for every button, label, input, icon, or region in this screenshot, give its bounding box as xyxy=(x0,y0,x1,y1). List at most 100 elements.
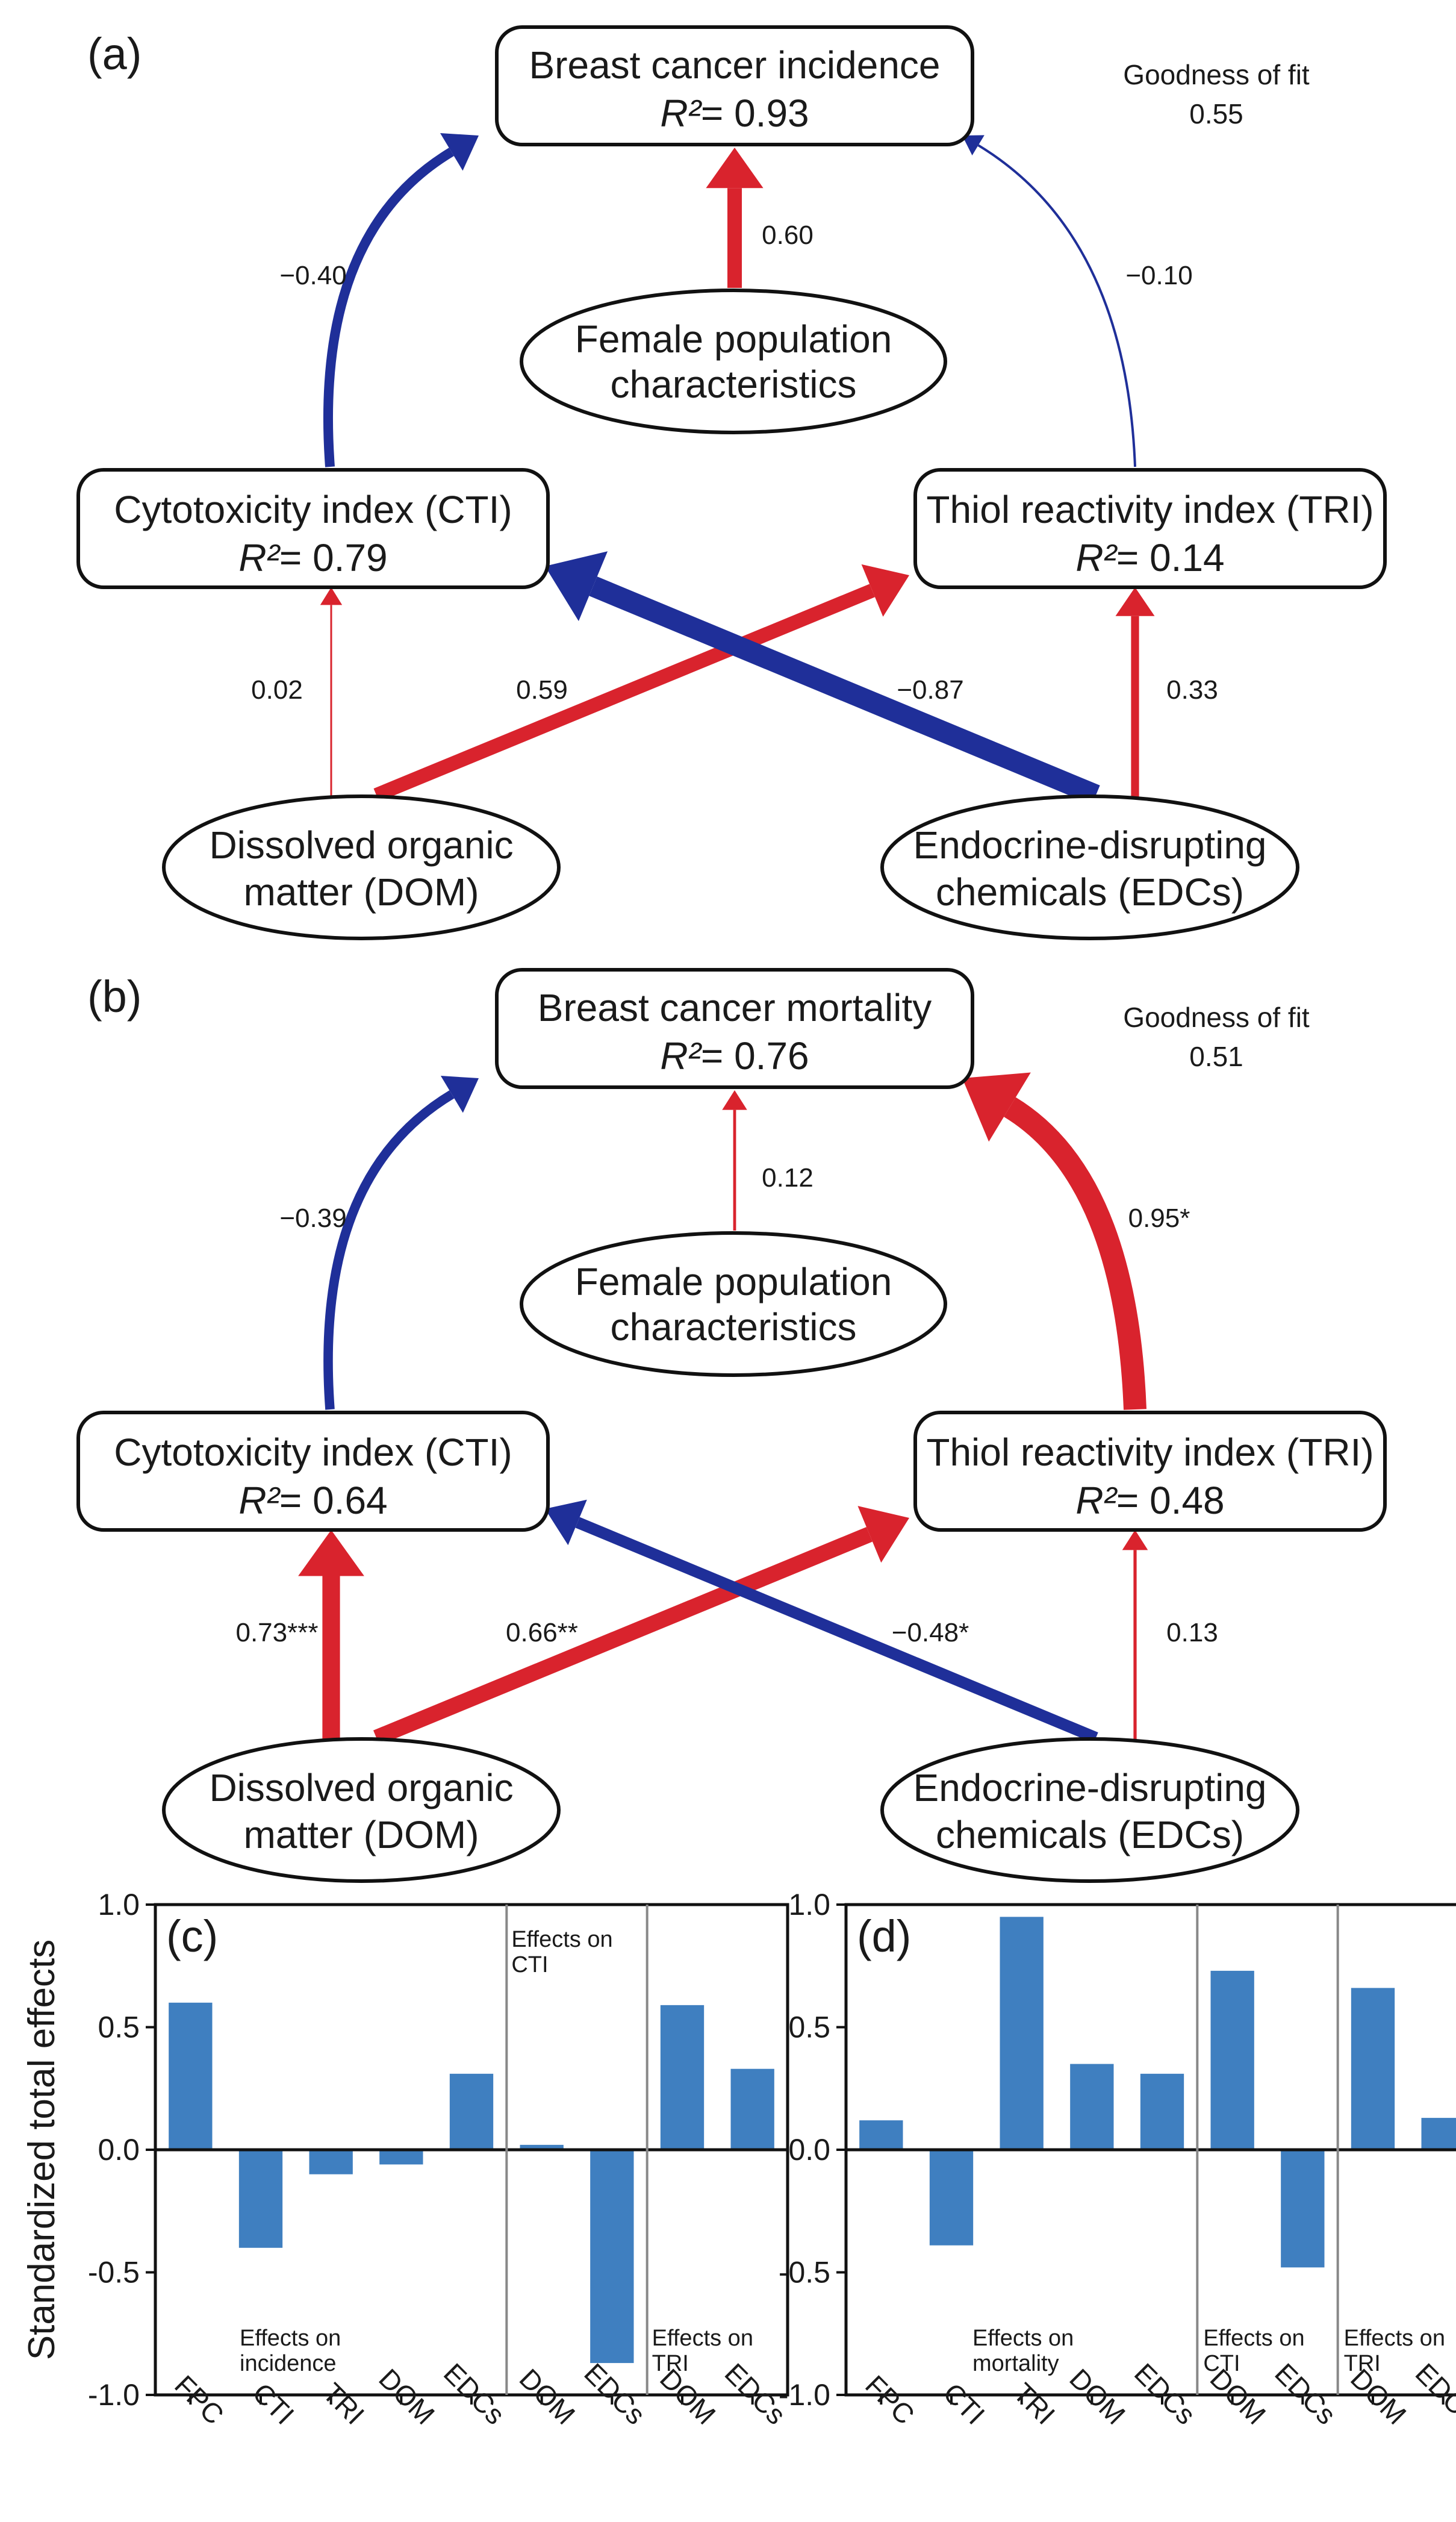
y-tick-label: -0.5 xyxy=(88,2256,140,2289)
bar-dom-7 xyxy=(660,2005,705,2150)
tri-node-title: Thiol reactivity index (TRI) xyxy=(926,1431,1374,1474)
coef-cti-outcome: −0.39 xyxy=(279,1203,346,1233)
goodness-of-fit-value: 0.55 xyxy=(1189,98,1243,130)
coef-dom-cti: 0.02 xyxy=(251,675,303,705)
edc-node-line1: Endocrine-disrupting xyxy=(913,823,1267,867)
goodness-of-fit-label: Goodness of fit xyxy=(1123,1002,1310,1033)
y-tick-label: 0.0 xyxy=(788,2133,830,2167)
r2-value: = 0.14 xyxy=(1116,536,1225,579)
panel-label: (c) xyxy=(166,1911,218,1961)
cti-node-title: Cytotoxicity index (CTI) xyxy=(114,1431,512,1474)
dom-node-line2: matter (DOM) xyxy=(243,870,479,914)
x-tick-label: FPC xyxy=(859,2369,921,2430)
path-dom-to-cti-arrowhead xyxy=(298,1530,364,1576)
cti-node-title: Cytotoxicity index (CTI) xyxy=(114,488,512,531)
coef-dom-cti: 0.73*** xyxy=(235,1618,318,1647)
bar-fpc-0 xyxy=(169,2002,213,2150)
path-dom-to-tri xyxy=(373,1527,873,1746)
bar-edcs-4 xyxy=(449,2073,494,2150)
outcome-node xyxy=(495,968,974,1089)
bar-dom-5 xyxy=(1210,1970,1254,2150)
dom-node-line1: Dissolved organic xyxy=(209,1766,513,1809)
bar-dom-3 xyxy=(1070,2064,1114,2150)
x-tick-label: DOM xyxy=(514,2362,582,2430)
x-tick-label: CTI xyxy=(247,2377,300,2430)
bar-tri-2 xyxy=(309,2150,353,2174)
bar-dom-5 xyxy=(520,2144,564,2150)
path-cti-to-outcome-arrowhead xyxy=(440,1076,479,1113)
group-label: Effects on xyxy=(511,1927,612,1952)
cti-node-r2: R²= 0.64 xyxy=(238,1479,387,1522)
r2-symbol: R² xyxy=(238,1479,281,1522)
outcome-node-r2: R²= 0.76 xyxy=(660,1034,809,1078)
bar-edcs-8 xyxy=(730,2068,774,2150)
panel-label: (b) xyxy=(87,972,142,1022)
y-tick-label: 0.5 xyxy=(98,2011,140,2044)
dom-node-line2: matter (DOM) xyxy=(243,1813,479,1856)
panel-label: (a) xyxy=(87,29,142,79)
dom-node-line1: Dissolved organic xyxy=(209,823,513,867)
bar-cti-1 xyxy=(929,2150,974,2246)
dom-node xyxy=(162,794,561,940)
r2-symbol: R² xyxy=(1075,536,1118,579)
goodness-of-fit-label: Goodness of fit xyxy=(1123,59,1310,90)
coef-edc-tri: 0.13 xyxy=(1166,1618,1218,1647)
tri-node-r2: R²= 0.14 xyxy=(1075,536,1224,579)
group-label: Effects on xyxy=(972,2326,1074,2351)
coef-dom-tri: 0.66** xyxy=(506,1618,578,1647)
group-label: mortality xyxy=(972,2351,1059,2376)
coef-edc-cti: −0.87 xyxy=(897,675,963,705)
path-dom-to-tri xyxy=(373,584,876,802)
path-fpc-to-outcome-arrowhead xyxy=(706,148,764,189)
x-tick-label: FPC xyxy=(169,2369,230,2430)
y-tick-label: 0.0 xyxy=(98,2133,140,2167)
r2-value: = 0.76 xyxy=(701,1034,809,1078)
path-cti-to-outcome xyxy=(323,148,454,467)
y-tick-label: -1.0 xyxy=(88,2378,140,2412)
group-label: Effects on xyxy=(240,2326,341,2351)
y-tick-label: 1.0 xyxy=(788,1888,830,1921)
bar-edcs-6 xyxy=(1281,2150,1325,2268)
dom-node xyxy=(162,1737,561,1883)
tri-node xyxy=(913,1411,1387,1532)
r2-value: = 0.93 xyxy=(701,92,809,135)
bar-cti-1 xyxy=(238,2150,283,2248)
path-edc-to-cti xyxy=(575,1517,1098,1743)
edc-node-line2: chemicals (EDCs) xyxy=(936,870,1244,914)
group-label: Effects on xyxy=(652,2326,753,2351)
path-cti-to-outcome-arrowhead xyxy=(440,133,479,171)
x-tick-label: DOM xyxy=(1063,2362,1131,2430)
path-cti-to-outcome xyxy=(323,1090,455,1410)
group-label: CTI xyxy=(511,1952,548,1977)
bar-dom-7 xyxy=(1351,1988,1395,2150)
bar-tri-2 xyxy=(1000,1917,1044,2150)
path-tri-to-outcome-arrowhead xyxy=(962,135,985,155)
outcome-node-title: Breast cancer incidence xyxy=(529,43,940,87)
r2-value: = 0.48 xyxy=(1116,1479,1225,1522)
edc-node xyxy=(880,1737,1299,1883)
r2-symbol: R² xyxy=(1075,1479,1118,1522)
bar-edcs-6 xyxy=(590,2150,634,2364)
path-edc-to-tri-arrowhead xyxy=(1115,587,1155,616)
group-label: TRI xyxy=(1344,2351,1381,2376)
x-tick-label: CTI xyxy=(938,2377,991,2430)
path-edc-to-cti-arrowhead xyxy=(545,1499,587,1546)
coef-fpc-outcome: 0.60 xyxy=(762,220,814,250)
outcome-node xyxy=(495,25,974,146)
goodness-of-fit-value: 0.51 xyxy=(1189,1041,1243,1072)
x-tick-label: DOM xyxy=(373,2362,441,2430)
coef-dom-tri: 0.59 xyxy=(516,675,568,705)
coef-edc-cti: −0.48* xyxy=(892,1618,969,1647)
r2-value: = 0.79 xyxy=(279,536,388,579)
bar-dom-3 xyxy=(379,2150,423,2165)
edc-node xyxy=(880,794,1299,940)
bar-edcs-4 xyxy=(1140,2073,1184,2150)
panel-label: (d) xyxy=(857,1911,911,1961)
path-tri-to-outcome-arrowhead xyxy=(962,1072,1031,1142)
path-tri-to-outcome xyxy=(977,144,1136,467)
fpc-node-line1: Female population xyxy=(575,317,892,361)
x-tick-label: TRI xyxy=(1007,2377,1061,2430)
